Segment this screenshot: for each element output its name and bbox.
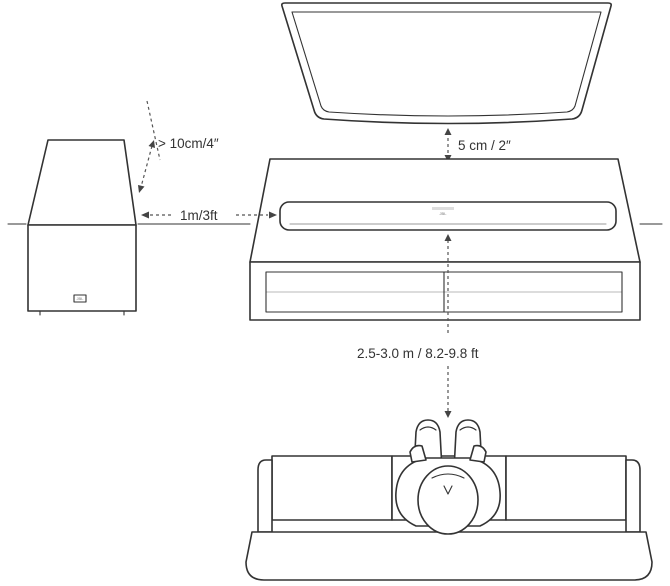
- sub-distance-label: 1m/3ft: [180, 208, 218, 223]
- listener: [395, 419, 501, 535]
- sub-distance-arrow: [141, 211, 277, 219]
- sub-clearance-label: > 10cm/4″: [158, 136, 219, 151]
- tv-gap-label: 5 cm / 2″: [458, 138, 511, 153]
- soundbar: JBL: [279, 201, 617, 231]
- listening-distance-arrow: [444, 234, 452, 418]
- subwoofer-logo-badge: [73, 294, 87, 303]
- tv: [281, 2, 612, 125]
- soundbar-logo: JBL: [440, 211, 448, 216]
- sub-clearance-arrow: [138, 100, 161, 193]
- soundbar-display: [432, 207, 454, 210]
- tv-gap-arrow: [444, 128, 452, 162]
- subwoofer-logo: JBL: [77, 296, 85, 301]
- tv-stand: [249, 158, 641, 321]
- listening-distance-label: 2.5-3.0 m / 8.2-9.8 ft: [357, 346, 479, 361]
- subwoofer: JBL: [27, 139, 137, 316]
